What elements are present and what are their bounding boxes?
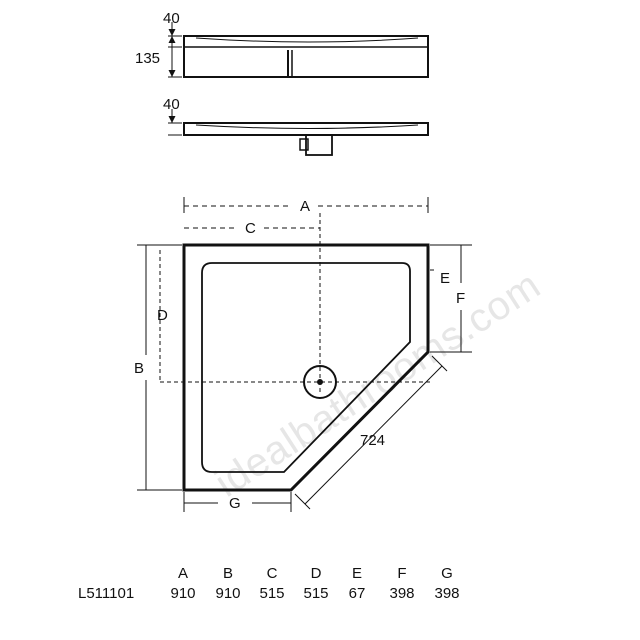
plan-label-d: D xyxy=(157,307,168,324)
plan-label-e: E xyxy=(440,270,450,287)
side-view-2-top-dim: 40 xyxy=(163,96,180,113)
spec-value-b: 910 xyxy=(215,585,240,602)
spec-value-c: 515 xyxy=(259,585,284,602)
spec-model: L511101 xyxy=(78,585,134,602)
side-view-1-height-dim: 135 xyxy=(135,50,160,67)
spec-value-a: 910 xyxy=(170,585,195,602)
plan-label-a: A xyxy=(300,198,310,215)
watermark: idealbathrooms.com xyxy=(207,263,548,506)
spec-table: L511101 A B C D E F G 910 910 515 515 67… xyxy=(78,565,460,602)
spec-header-g: G xyxy=(441,565,453,582)
spec-header-f: F xyxy=(397,565,406,582)
plan-label-c: C xyxy=(245,220,256,237)
plan-label-b: B xyxy=(134,360,144,377)
spec-header-a: A xyxy=(178,565,188,582)
spec-header-b: B xyxy=(223,565,233,582)
spec-value-d: 515 xyxy=(303,585,328,602)
spec-header-d: D xyxy=(311,565,322,582)
spec-value-f: 398 xyxy=(389,585,414,602)
plan-view xyxy=(137,197,472,512)
spec-header-c: C xyxy=(267,565,278,582)
plan-label-f: F xyxy=(456,290,465,307)
side-view-1-top-dim: 40 xyxy=(163,10,180,27)
spec-header-e: E xyxy=(352,565,362,582)
side-view-2 xyxy=(168,109,429,156)
spec-value-g: 398 xyxy=(434,585,459,602)
side-view-1 xyxy=(168,22,429,78)
plan-label-g: G xyxy=(229,495,241,512)
spec-value-e: 67 xyxy=(349,585,366,602)
plan-diagonal-dim: 724 xyxy=(360,432,385,449)
